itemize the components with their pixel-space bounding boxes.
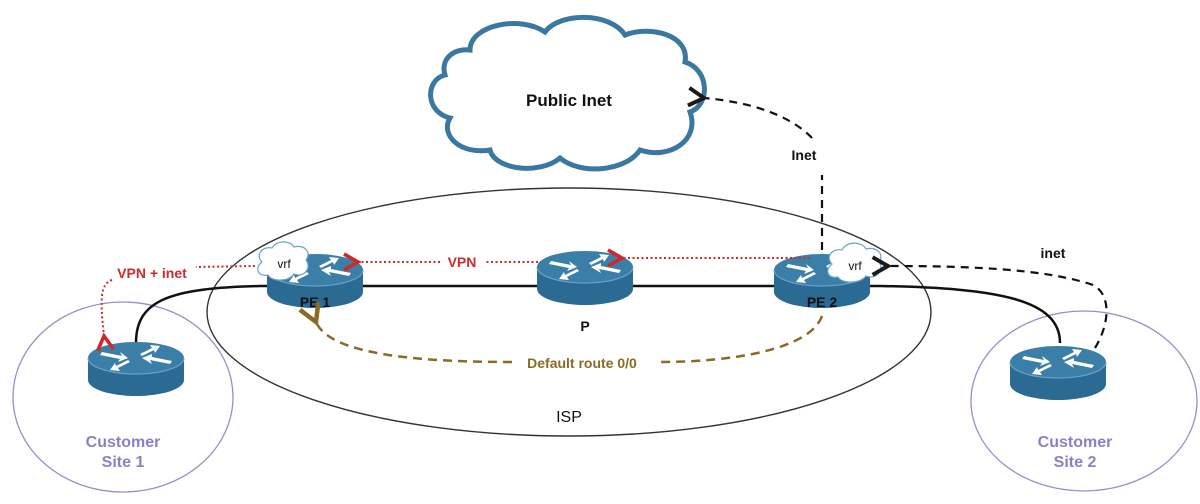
inet-lower-label: inet (1041, 245, 1066, 261)
router-p[interactable] (536, 250, 634, 306)
physical-link (134, 284, 1062, 344)
site2-label-line1: Customer (1038, 434, 1113, 451)
vpn-inet-label: VPN + inet (117, 265, 187, 281)
site1-label-line2: Site 1 (102, 454, 145, 471)
vrf-cloud-pe1: vrf (257, 241, 309, 281)
customer-site-1-boundary (12, 301, 234, 493)
vpn-inet-flow-b (95, 279, 115, 352)
isp-boundary (206, 187, 932, 437)
site2-label-line2: Site 2 (1054, 454, 1097, 471)
vpn-label: VPN (448, 254, 477, 270)
pe2-label: PE 2 (807, 294, 838, 310)
default-route-flow-b (298, 301, 513, 364)
site1-label-line1: Customer (86, 434, 161, 451)
inet-upper-label: Inet (792, 147, 817, 163)
inet-flow-lower (871, 255, 1108, 349)
p-label: P (580, 318, 589, 334)
pe1-label: PE 1 (300, 294, 331, 310)
router-ce1[interactable] (87, 341, 185, 397)
inet-flow-upper-b (687, 86, 813, 139)
vrf-label-pe1: vrf (277, 257, 291, 271)
default-route-flow-a (659, 315, 824, 364)
public-inet-label: Public Inet (526, 91, 612, 110)
public-internet-cloud: Public Inet (428, 14, 707, 172)
vpn-inet-flow-a (195, 265, 256, 268)
vrf-cloud-pe2: vrf (827, 242, 882, 283)
router-ce2[interactable] (1009, 345, 1107, 401)
vrf-label-pe2: vrf (848, 259, 862, 273)
customer-site-2-boundary (970, 310, 1198, 492)
default-route-label: Default route 0/0 (527, 355, 637, 371)
isp-label: ISP (556, 409, 582, 426)
